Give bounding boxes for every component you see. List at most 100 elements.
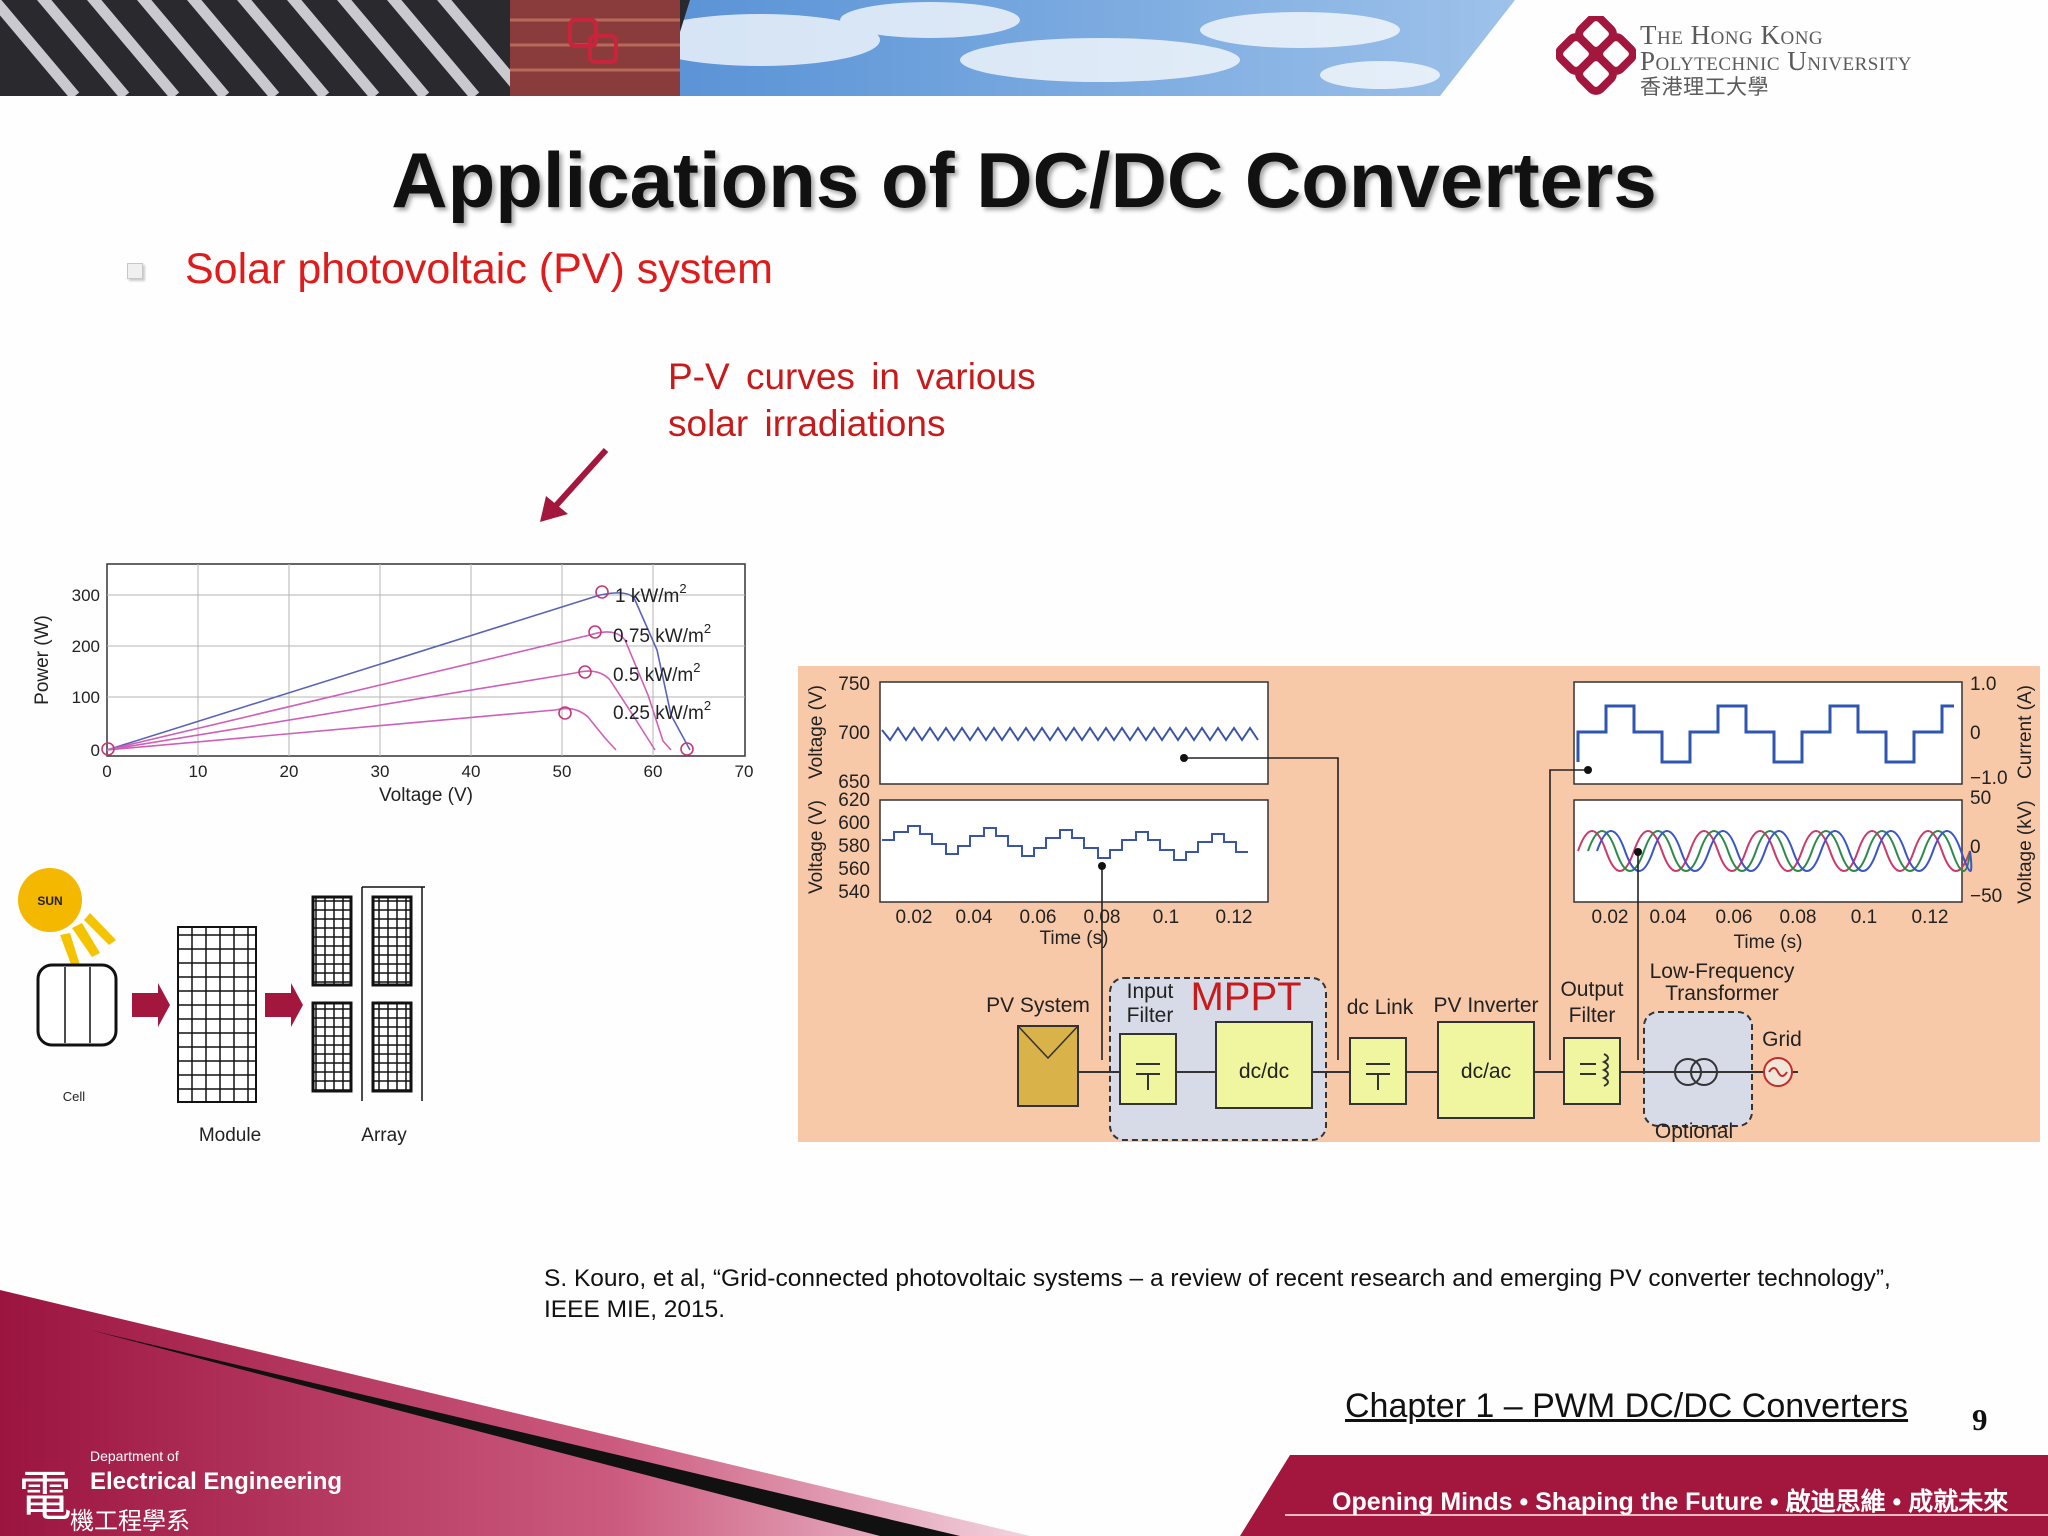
pv-x-axis-label: Voltage (V) — [379, 785, 473, 806]
header-banner — [0, 0, 2048, 96]
pv-hierarchy-diagram: SUN Cell Module Array — [18, 868, 425, 1146]
bullet-marker-icon — [127, 263, 143, 279]
svg-text:−50: −50 — [1970, 886, 2002, 907]
svg-text:0.08: 0.08 — [1780, 907, 1817, 928]
svg-text:1 kW/m2: 1 kW/m2 — [615, 581, 687, 607]
svg-text:Optional: Optional — [1655, 1120, 1733, 1142]
svg-text:750: 750 — [838, 674, 870, 695]
svg-text:Filter: Filter — [1569, 1004, 1616, 1027]
pv-x-tick-0: 0 — [102, 762, 111, 781]
output-filter-block — [1563, 1037, 1621, 1105]
pv-x-tick-10: 10 — [189, 762, 208, 781]
svg-text:50: 50 — [1970, 788, 1991, 809]
svg-text:0.12: 0.12 — [1216, 907, 1253, 928]
university-name-line2: Polytechnic University — [1640, 46, 1913, 76]
curve-label-1: 1 kW/m — [615, 586, 679, 607]
university-name-line1: The Hong Kong — [1640, 20, 1824, 50]
callout-line-2: solar irradiations — [668, 403, 946, 444]
left-x-axis-label: Time (s) — [1040, 928, 1109, 949]
dept-name-zh: 機工程學系 — [70, 1508, 190, 1535]
svg-text:0.06: 0.06 — [1716, 907, 1753, 928]
svg-text:620: 620 — [838, 790, 870, 811]
svg-text:700: 700 — [838, 723, 870, 744]
cell-label: Cell — [63, 1089, 86, 1104]
pv-curve-chart: 1 kW/m2 0.75 kW/m2 0.5 kW/m2 0.25 kW/m2 … — [32, 563, 754, 806]
pv-y-tick-300: 300 — [72, 586, 100, 605]
citation: S. Kouro, et al, “Grid-connected photovo… — [544, 1263, 1891, 1325]
svg-text:0: 0 — [1970, 723, 1981, 744]
svg-text:0: 0 — [1970, 837, 1981, 858]
svg-text:1.0: 1.0 — [1970, 674, 1996, 695]
input-filter-block — [1119, 1033, 1177, 1105]
pv-x-tick-20: 20 — [280, 762, 299, 781]
svg-text:Voltage (V): Voltage (V) — [806, 800, 827, 894]
curve-label-2: 0.75 kW/m — [613, 626, 704, 647]
svg-text:−1.0: −1.0 — [1970, 768, 2008, 789]
citation-line-1: S. Kouro, et al, “Grid-connected photovo… — [544, 1265, 1891, 1292]
svg-text:Voltage (V): Voltage (V) — [806, 685, 827, 779]
arrow-right-icon — [265, 983, 303, 1027]
right-x-axis-label: Time (s) — [1734, 932, 1803, 953]
svg-text:580: 580 — [838, 836, 870, 857]
svg-text:0.04: 0.04 — [956, 907, 993, 928]
callout-arrow-icon — [540, 447, 609, 522]
pv-x-tick-70: 70 — [735, 762, 754, 781]
dcdc-block — [1215, 1021, 1313, 1109]
svg-text:0.25 kW/m2: 0.25 kW/m2 — [613, 698, 711, 724]
svg-text:0.1: 0.1 — [1851, 907, 1877, 928]
svg-text:Voltage (kV): Voltage (kV) — [2015, 800, 2036, 904]
svg-text:0.04: 0.04 — [1650, 907, 1687, 928]
svg-text:0.02: 0.02 — [896, 907, 933, 928]
voltage-waveform-1 — [881, 726, 1259, 742]
pv-x-tick-50: 50 — [553, 762, 572, 781]
chapter-link[interactable]: Chapter 1 – PWM DC/DC Converters — [1345, 1387, 1909, 1425]
svg-text:dc/dc: dc/dc — [1239, 1060, 1289, 1083]
footer-decoration: 電 — [0, 1290, 2048, 1536]
svg-text:Current (A): Current (A) — [2015, 685, 2036, 779]
svg-text:dc/ac: dc/ac — [1461, 1060, 1511, 1083]
grid-pv-system-diagram: 750 700 650 620 600 580 560 540 0.02 0.0… — [798, 666, 2040, 1142]
svg-text:Filter: Filter — [1127, 1004, 1174, 1027]
array-icon — [311, 886, 425, 1101]
svg-text:560: 560 — [838, 859, 870, 880]
svg-text:0.1: 0.1 — [1153, 907, 1179, 928]
svg-text:dc Link: dc Link — [1347, 996, 1414, 1019]
svg-text:Grid: Grid — [1762, 1028, 1802, 1051]
svg-text:PV Inverter: PV Inverter — [1433, 994, 1538, 1017]
pv-y-axis-label: Power (W) — [32, 615, 53, 705]
pv-x-tick-40: 40 — [462, 762, 481, 781]
university-name: The Hong Kong Polytechnic University 香港理… — [1640, 22, 1912, 100]
pv-x-tick-60: 60 — [644, 762, 663, 781]
mppt-label: MPPT — [1190, 975, 1301, 1019]
dept-label: Department of — [90, 1448, 179, 1464]
voltage-waveform-2 — [882, 825, 1248, 861]
module-icon — [177, 926, 257, 1103]
curve-label-4: 0.25 kW/m — [613, 703, 704, 724]
university-name-zh: 香港理工大學 — [1640, 75, 1769, 99]
page-number: 9 — [1972, 1402, 1988, 1437]
slide-title: Applications of DC/DC Converters — [391, 136, 1657, 224]
module-label: Module — [199, 1125, 261, 1146]
sun-icon: SUN — [18, 868, 116, 967]
dc-link-block — [1349, 1037, 1407, 1105]
svg-text:Input: Input — [1127, 980, 1174, 1003]
current-waveform — [1576, 704, 1954, 764]
callout-line-1: P-V curves in various — [668, 356, 1036, 397]
svg-text:0.12: 0.12 — [1912, 907, 1949, 928]
pv-system-label: PV System — [986, 994, 1090, 1017]
svg-text:650: 650 — [838, 772, 870, 793]
citation-line-2: IEEE MIE, 2015. — [544, 1296, 726, 1323]
svg-text:Output: Output — [1560, 978, 1623, 1001]
arrow-right-icon — [132, 983, 170, 1027]
transformer-icon — [1674, 1058, 1718, 1086]
banner-photo — [0, 0, 1515, 96]
svg-text:600: 600 — [838, 813, 870, 834]
svg-text:0.75 kW/m2: 0.75 kW/m2 — [613, 621, 711, 647]
pv-y-tick-100: 100 — [72, 688, 100, 707]
svg-text:0.06: 0.06 — [1020, 907, 1057, 928]
svg-text:0.02: 0.02 — [1592, 907, 1629, 928]
three-phase-voltage-waveform — [1577, 830, 1973, 872]
pv-system-block — [1017, 1025, 1079, 1107]
svg-text:0.5 kW/m2: 0.5 kW/m2 — [613, 660, 700, 686]
svg-text:Low-Frequency: Low-Frequency — [1650, 960, 1795, 983]
